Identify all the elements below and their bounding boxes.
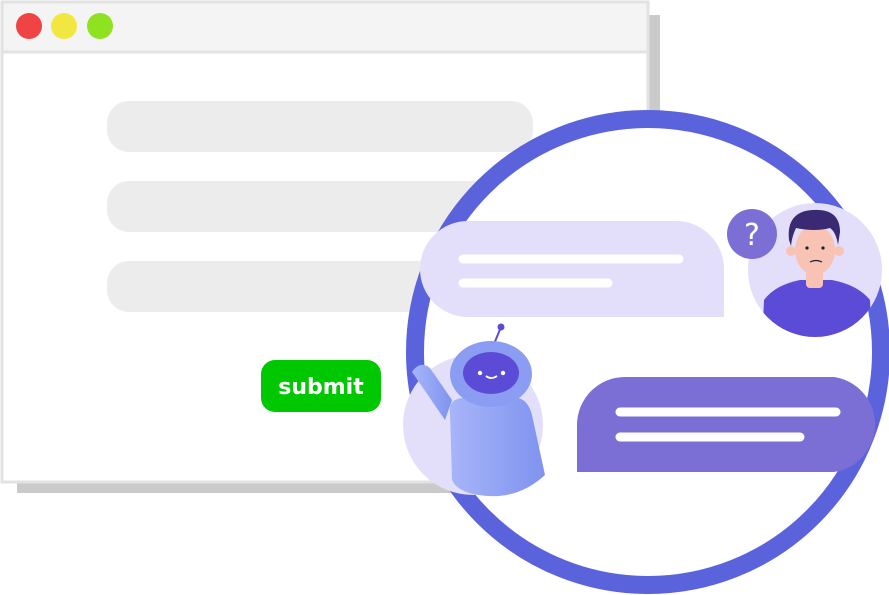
- robot-face: [463, 352, 519, 394]
- chat-illustration: ?: [403, 110, 889, 594]
- minimize-window-button[interactable]: [51, 13, 77, 39]
- question-mark: ?: [744, 218, 760, 253]
- robot-avatar: [403, 323, 545, 497]
- maximize-window-button[interactable]: [87, 13, 113, 39]
- person-avatar: [748, 203, 882, 337]
- submit-label: submit: [278, 375, 364, 400]
- close-window-button[interactable]: [16, 13, 42, 39]
- robot-arm: [412, 364, 452, 420]
- bot-message-bubble: [420, 221, 724, 317]
- submit-button[interactable]: submit: [261, 360, 381, 412]
- robot-body: [449, 398, 545, 497]
- form-field-1[interactable]: [107, 101, 533, 152]
- user-message-bubble: [577, 377, 876, 472]
- form-field-2[interactable]: [107, 181, 533, 232]
- question-bubble: ?: [727, 209, 777, 259]
- question-icon: [727, 209, 777, 259]
